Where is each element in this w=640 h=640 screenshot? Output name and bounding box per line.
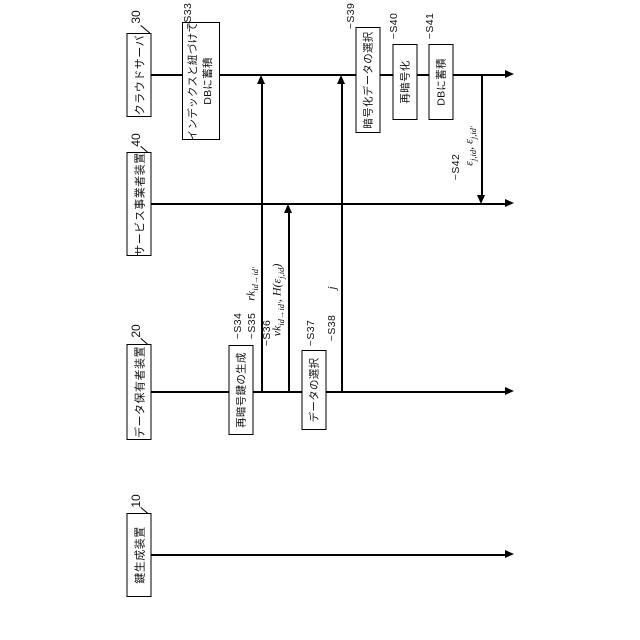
step-s34-label: 再暗号鍵の生成	[235, 352, 248, 428]
step-tag-s37: ~S37	[305, 319, 317, 347]
entity-service-provider-label: サービス事業者装置	[134, 152, 146, 256]
message-label-s35: rkid→id'	[243, 267, 260, 301]
step-tag-s40: ~S40	[388, 12, 400, 40]
entity-cloud-server-label: クラウドサーバ	[134, 34, 146, 116]
entity-service-provider: サービス事業者装置	[126, 152, 152, 256]
lifeline-cloud-server	[151, 74, 507, 76]
step-tag-s34: ~S34	[232, 312, 244, 340]
s42-sub2: j,id'	[467, 126, 478, 140]
lifeline-key-generator-arrowhead-icon	[505, 550, 514, 558]
step-box-s34: 再暗号鍵の生成	[228, 345, 254, 435]
step-tag-s39: ~S39	[345, 2, 357, 30]
message-label-s38: j	[325, 286, 340, 289]
step-tag-s41: ~S41	[424, 12, 436, 40]
step-box-s40: 再暗号化	[392, 44, 418, 120]
ref-numeral-40: 40	[129, 133, 143, 147]
step-s40-label: 再暗号化	[399, 60, 412, 104]
step-tag-s42: ~S42	[450, 153, 462, 181]
message-arrowhead-s42-icon	[477, 195, 485, 204]
ref-numeral-30: 30	[129, 10, 143, 24]
step-tag-s38: ~S38	[326, 314, 338, 342]
step-s39-label: 暗号化データの選択	[362, 31, 375, 129]
s42-part1: ε	[461, 161, 476, 166]
lifeline-data-owner	[151, 391, 507, 393]
s36-part1: vk	[269, 325, 284, 337]
entity-cloud-server: クラウドサーバ	[126, 33, 152, 117]
step-s33-line1: インデックスと紐づけて	[186, 21, 199, 141]
lifeline-cloud-arrowhead-icon	[505, 70, 514, 78]
message-label-s42: εj,id, εj,id'	[461, 126, 478, 166]
s36-part2: , H(ε	[269, 278, 284, 303]
step-box-s39: 暗号化データの選択	[355, 27, 381, 133]
s35-base: rk	[243, 290, 258, 301]
step-s41-label: DBに蓄積	[435, 58, 448, 106]
lifeline-key-generator	[151, 554, 507, 556]
s36-sub2: j,id	[275, 267, 286, 279]
message-arrowhead-s38-icon	[337, 75, 345, 84]
lifeline-service-arrowhead-icon	[505, 199, 514, 207]
entity-data-owner: データ保有者装置	[126, 344, 152, 440]
entity-key-generator-label: 鍵生成装置	[134, 526, 146, 584]
ref-numeral-20: 20	[129, 324, 143, 338]
step-box-s37: データの選択	[301, 350, 327, 430]
message-label-s36: vkid→id', H(εj,id)	[269, 263, 286, 337]
message-arrowhead-s36-icon	[284, 204, 292, 213]
s36-sub1: id→id'	[275, 302, 286, 326]
message-line-s42	[481, 76, 483, 197]
ref-numeral-10: 10	[129, 494, 143, 508]
s35-sub: id→id'	[249, 267, 260, 291]
message-line-s36	[288, 211, 290, 392]
message-line-s38	[341, 82, 343, 392]
lifeline-service-provider	[151, 203, 507, 205]
s42-sub1: j,id	[467, 149, 478, 162]
s42-part2: , ε	[461, 139, 476, 150]
s38-value: j	[324, 286, 339, 290]
entity-data-owner-label: データ保有者装置	[134, 346, 146, 438]
step-box-s41: DBに蓄積	[428, 44, 454, 120]
step-box-s33: インデックスと紐づけて DBに蓄積	[182, 22, 220, 140]
step-tag-s33: ~S33	[182, 2, 194, 30]
step-s33-line2: DBに蓄積	[202, 57, 214, 105]
entity-key-generator: 鍵生成装置	[126, 513, 152, 597]
step-tag-s35: ~S35	[246, 312, 258, 340]
message-arrowhead-s35-icon	[257, 75, 265, 84]
step-s37-label: データの選択	[308, 357, 321, 423]
s36-part3: )	[269, 263, 284, 268]
lifeline-data-owner-arrowhead-icon	[505, 387, 514, 395]
message-line-s35	[261, 82, 263, 392]
